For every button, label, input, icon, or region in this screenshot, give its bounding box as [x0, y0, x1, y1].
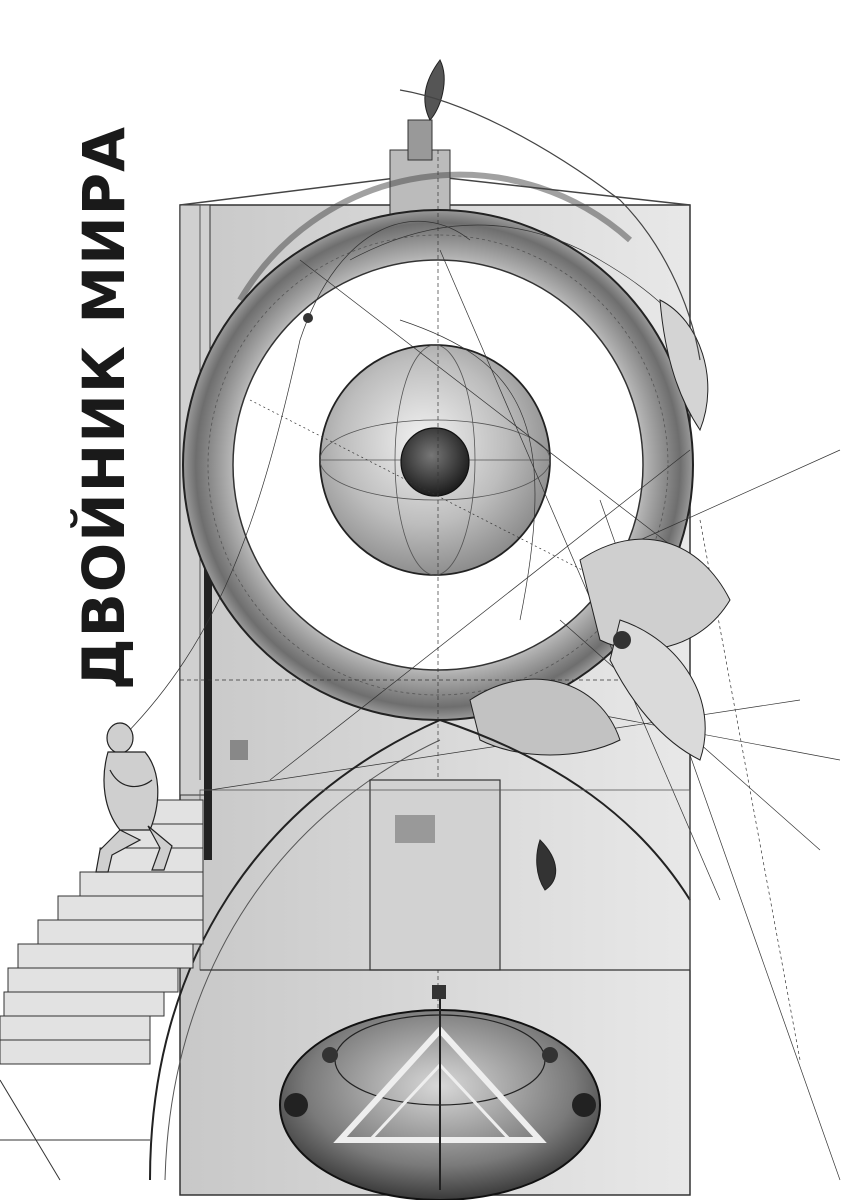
organic-growth: [399, 59, 731, 891]
dome-chamber: [279, 990, 601, 1200]
seated-figure: [95, 722, 173, 873]
detail-marks: [230, 313, 631, 999]
book-title: ДВОЙНИК МИРА: [70, 125, 138, 691]
inner-sphere: [319, 344, 551, 576]
lower-arch: [149, 718, 691, 1181]
staircase: [0, 799, 204, 1181]
